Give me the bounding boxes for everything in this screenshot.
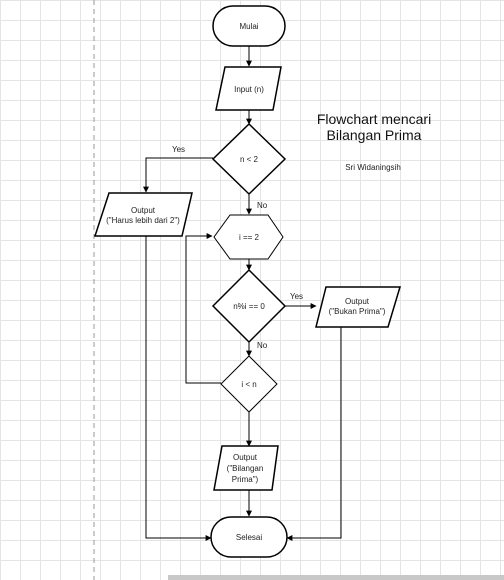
diagram-title-line2: Bilangan Prima [327, 127, 422, 143]
input-node-label: Input (n) [234, 85, 264, 94]
start-node-label: Mulai [239, 22, 258, 31]
output-prime-node[interactable]: Output ("Bilangan Prima") [213, 445, 279, 491]
decision-i-lt-n[interactable]: i < n [220, 355, 278, 413]
input-node[interactable]: Input (n) [215, 66, 282, 111]
output-error-node[interactable]: Output ("Harus lebih dari 2") [93, 192, 193, 237]
assign-i-node[interactable]: i == 2 [213, 214, 284, 260]
diagram-title-line1: Flowchart mencari [317, 111, 431, 127]
output-not-prime-line1: Output [345, 297, 370, 306]
decision-n-lt-2[interactable]: n < 2 [211, 122, 287, 196]
output-prime-line3: Prima") [232, 475, 259, 484]
diagram-author: Sri Widaningsih [345, 163, 401, 172]
edge-error-end [145, 236, 212, 541]
output-prime-line2: ("Bilangan [227, 464, 264, 473]
output-error-line2: ("Harus lebih dari 2") [106, 216, 180, 225]
start-node[interactable]: Mulai [212, 5, 286, 47]
decision-i-lt-n-label: i < n [241, 380, 256, 389]
edge-yes-error [143, 157, 213, 193]
output-error-line1: Output [131, 206, 156, 215]
horizontal-scrollbar[interactable] [168, 575, 504, 580]
end-node-label: Selesai [236, 533, 262, 542]
edge-label-no-1: No [257, 201, 268, 210]
output-prime-line1: Output [233, 453, 258, 462]
decision-n-lt-2-label: n < 2 [240, 155, 259, 164]
end-node[interactable]: Selesai [210, 516, 288, 558]
edge-label-no-2: No [257, 341, 268, 350]
assign-i-label: i == 2 [239, 233, 260, 242]
decision-mod[interactable]: n%i == 0 [211, 268, 287, 344]
output-not-prime-line2: ("Bukan Prima") [329, 307, 386, 316]
edge-label-yes-1: Yes [172, 145, 185, 154]
decision-mod-label: n%i == 0 [233, 302, 265, 311]
edge-loop-back [185, 233, 221, 384]
edge-notprime-end [286, 327, 342, 541]
output-not-prime-node[interactable]: Output ("Bukan Prima") [315, 286, 402, 328]
edge-label-yes-2: Yes [290, 292, 303, 301]
